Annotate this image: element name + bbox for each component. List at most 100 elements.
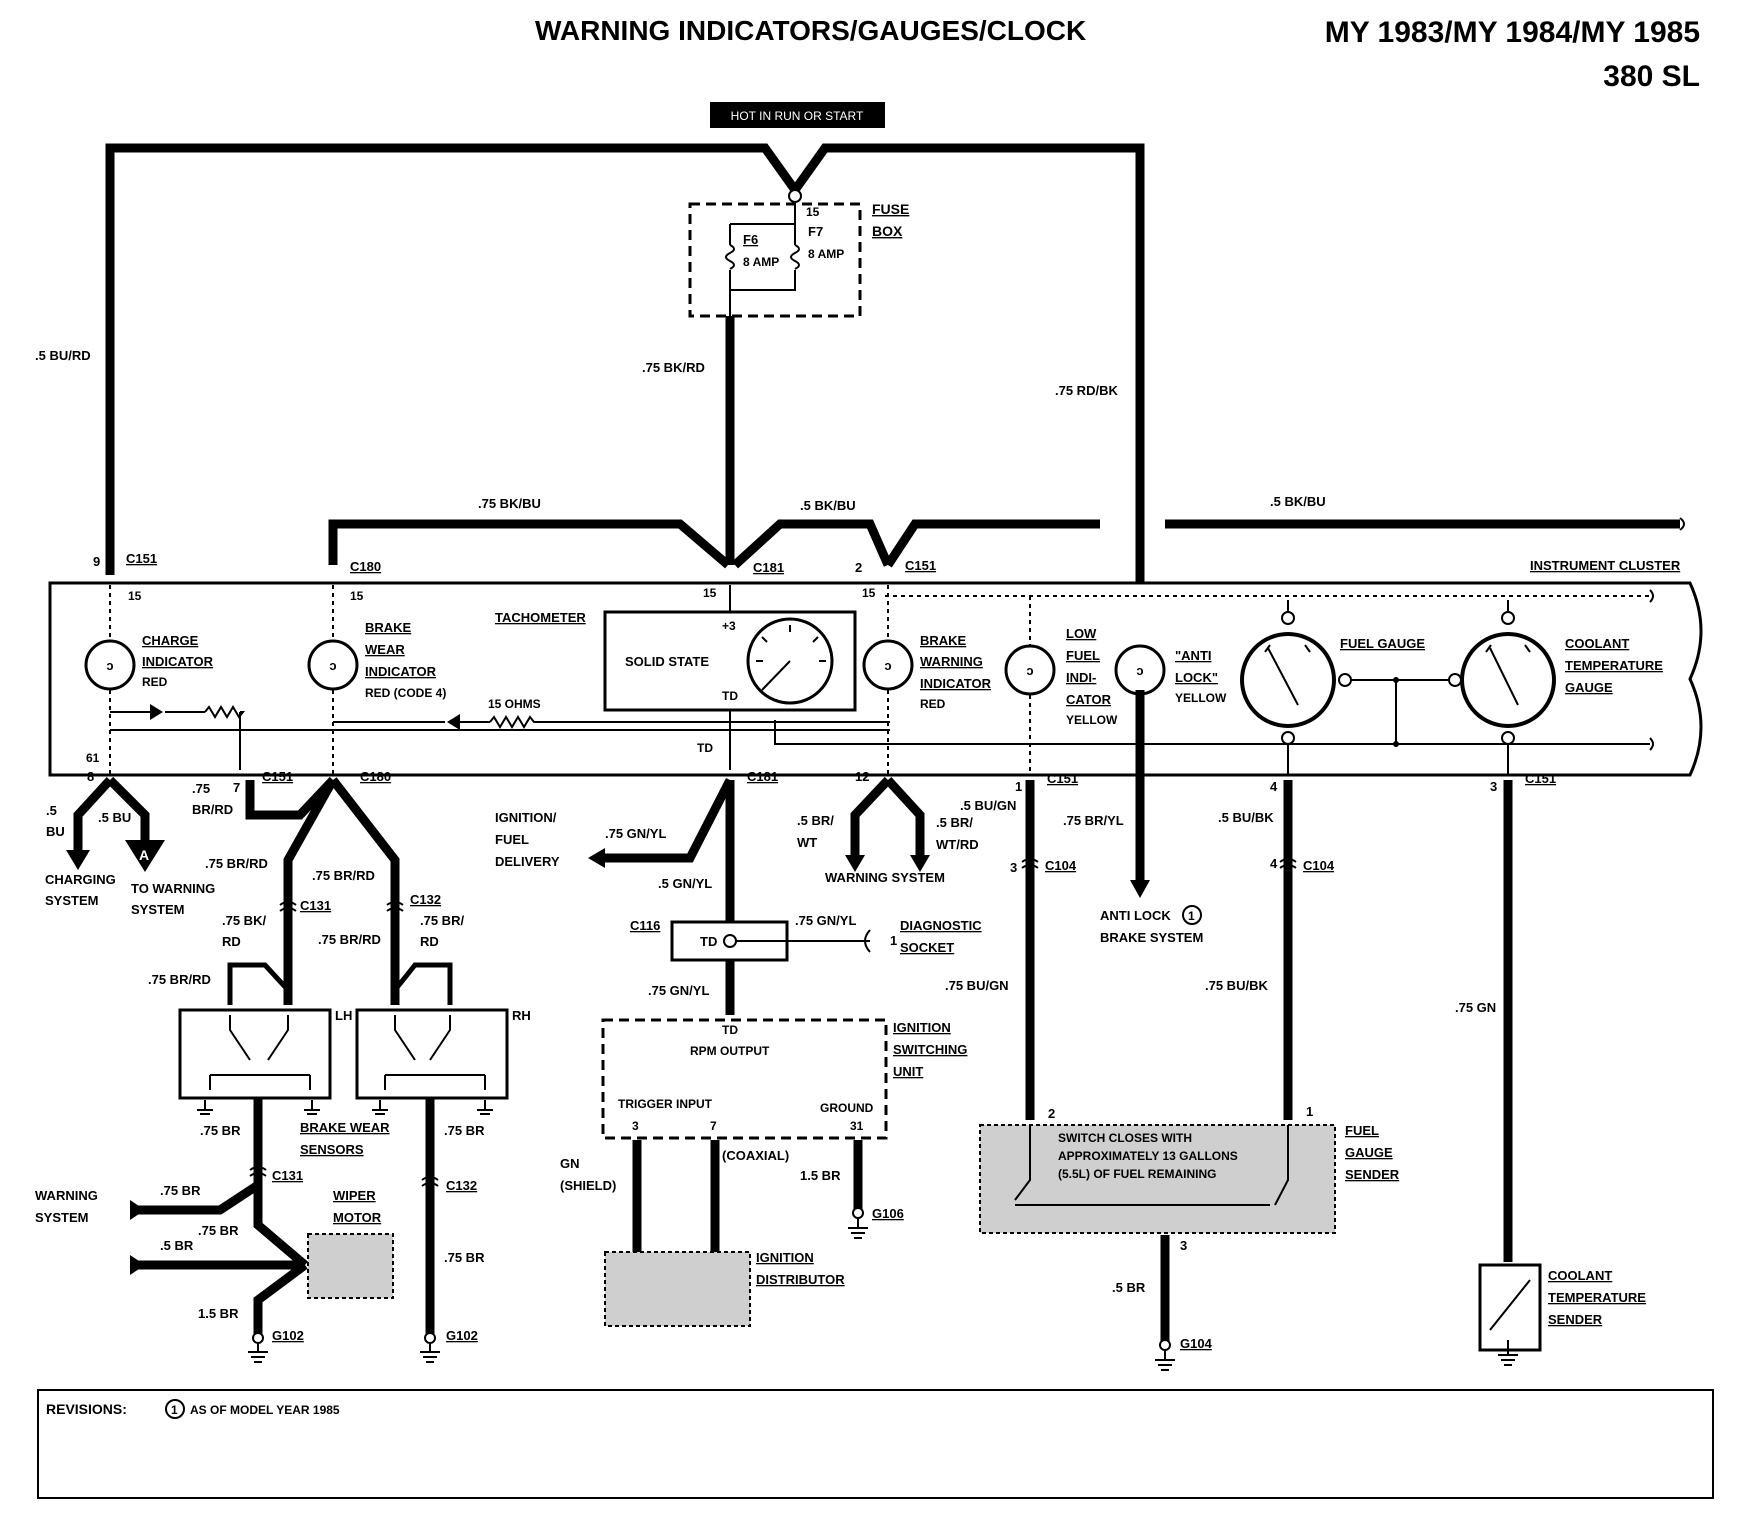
brake-warn-label-1: BRAKE xyxy=(920,633,967,648)
wire-label-br-4: .75 BR xyxy=(198,1223,239,1238)
coolant-gauge-top-terminal xyxy=(1501,611,1515,625)
low-fuel-lamp xyxy=(1004,644,1056,696)
bk-bu-wire-end xyxy=(1679,517,1685,531)
charge-lamp-glyph: ↄ xyxy=(106,658,113,673)
c116-node xyxy=(723,934,737,948)
ign-fuel-label-2: FUEL xyxy=(495,832,529,847)
wire-label-br-rd-e: .75 BR/ xyxy=(420,913,464,928)
g104-symbol xyxy=(1155,1350,1175,1371)
isu-pin31: 31 xyxy=(850,1119,864,1133)
brake-wear-sensor-rh xyxy=(355,1008,509,1100)
c116-td: TD xyxy=(700,934,717,949)
g102-b-symbol xyxy=(420,1340,440,1363)
wire-label-bk-rd-b: RD xyxy=(222,934,241,949)
anti-lock-color: YELLOW xyxy=(1175,691,1227,705)
charge-label-2: INDICATOR xyxy=(142,654,214,669)
isu-pin7: 7 xyxy=(710,1119,717,1133)
c132-a-mark xyxy=(386,901,404,912)
ohms-resistor xyxy=(489,715,540,729)
c131-b-mark xyxy=(249,1166,267,1177)
wire-label-bu-rd: .5 BU/RD xyxy=(35,348,91,363)
lh-sensor-internals xyxy=(209,1015,311,1090)
anti-lock-dest-1: ANTI LOCK xyxy=(1100,908,1171,923)
diag-socket-mark xyxy=(864,929,871,953)
ohms-diode xyxy=(447,714,460,730)
tach-td: TD xyxy=(722,689,738,703)
fuse-box-label-1: FUSE xyxy=(872,201,909,217)
fuel-gauge-top-terminal xyxy=(1281,611,1295,625)
anti-lock-label-2: LOCK" xyxy=(1175,670,1218,685)
wire-label-br-1: .75 BR xyxy=(200,1123,241,1138)
wire-label-br-3: .75 BR xyxy=(444,1250,485,1265)
wire-label-br-rd-left: .75 BR/RD xyxy=(205,856,268,871)
wire-label-br-wt-a: .5 BR/ xyxy=(797,813,834,828)
conn-c180-a: C180 xyxy=(350,559,381,574)
pin-4-c104: 4 xyxy=(1270,856,1278,871)
low-fuel-label-2: FUEL xyxy=(1066,648,1100,663)
coolant-sender-label-3: SENDER xyxy=(1548,1312,1603,1327)
charging-label-2: SYSTEM xyxy=(45,893,98,908)
conn-c151-b: C151 xyxy=(905,558,936,573)
fuel-gauge-label: FUEL GAUGE xyxy=(1340,636,1425,651)
coolant-gauge-needle xyxy=(1485,644,1531,706)
isu-trigger: TRIGGER INPUT xyxy=(618,1097,713,1111)
conn-c151-a: C151 xyxy=(126,551,157,566)
bk-bu-wire-mid xyxy=(731,519,893,569)
dist-label-2: DISTRIBUTOR xyxy=(756,1272,845,1287)
wire-label-gn-yl-1: .75 GN/YL xyxy=(605,826,666,841)
low-fuel-label-1: LOW xyxy=(1066,626,1097,641)
coolant-gauge-dial xyxy=(1460,632,1556,728)
fuel-sender-label-3: SENDER xyxy=(1345,1167,1400,1182)
wire-label-gn-yl-2: .5 GN/YL xyxy=(658,876,712,891)
fuel-gauge-side-terminal xyxy=(1338,673,1352,687)
revisions-label: REVISIONS: xyxy=(46,1401,127,1417)
br-rd-split-right xyxy=(329,777,400,925)
to-warning-label-2: SYSTEM xyxy=(131,902,184,917)
lh-jumper xyxy=(227,962,290,1005)
conn-g102-b: G102 xyxy=(446,1328,478,1343)
conn-c180-b: C180 xyxy=(360,769,391,784)
ignition-distributor xyxy=(604,1251,751,1327)
charging-wire xyxy=(73,776,114,850)
conn-c151-d: C151 xyxy=(1047,771,1078,786)
coolant-gauge-label-1: COOLANT xyxy=(1565,636,1629,651)
sender-pin-2: 2 xyxy=(1048,1106,1055,1121)
sender-note-2: APPROXIMATELY 13 GALLONS xyxy=(1058,1149,1238,1163)
warning-arrow-1 xyxy=(845,855,865,872)
conn-c116: C116 xyxy=(630,918,660,933)
model-name: 380 SL xyxy=(1603,60,1700,93)
warning-arrow-2 xyxy=(910,855,930,872)
sender-pin-1: 1 xyxy=(1306,1104,1313,1119)
ign-fuel-label-3: DELIVERY xyxy=(495,854,560,869)
g102-a-symbol xyxy=(248,1340,268,1363)
rh-label: RH xyxy=(512,1008,531,1023)
wire-label-bk-bu-2: .5 BK/BU xyxy=(800,498,856,513)
gauge-link-node-2 xyxy=(1393,741,1399,747)
wire-label-br-2: .75 BR xyxy=(444,1123,485,1138)
wire-label-br-rd-a: .75 xyxy=(192,781,210,796)
pin-61: 61 xyxy=(86,751,100,765)
sender-note-1: SWITCH CLOSES WITH xyxy=(1058,1131,1192,1145)
conn-c181-b: C181 xyxy=(747,769,778,784)
tach-label: TACHOMETER xyxy=(495,610,586,625)
to-warning-label-1: TO WARNING xyxy=(131,881,215,896)
low-fuel-label-4: CATOR xyxy=(1066,692,1112,707)
revisions-text: AS OF MODEL YEAR 1985 xyxy=(190,1403,340,1417)
conn-c181-a: C181 xyxy=(753,560,784,575)
wire-label-bk-rd: .75 BK/RD xyxy=(642,360,705,375)
charging-label-1: CHARGING xyxy=(45,872,116,887)
c104-a-mark xyxy=(1021,858,1039,869)
g104-node xyxy=(1159,1339,1171,1351)
gauge-link-node xyxy=(1393,677,1399,683)
fuse-box-label-2: BOX xyxy=(872,223,903,239)
isu-label-1: IGNITION xyxy=(893,1020,951,1035)
fuel-sender-label-2: GAUGE xyxy=(1345,1145,1393,1160)
pin-8: 8 xyxy=(87,769,94,784)
c132-b-mark xyxy=(421,1176,439,1187)
conn-g106: G106 xyxy=(872,1206,904,1221)
c131-a-mark xyxy=(279,901,297,912)
fuel-gauge-needle xyxy=(1264,644,1311,706)
wire-label-br-8: 1.5 BR xyxy=(800,1168,841,1183)
wire-label-gn-yl-4: .75 GN/YL xyxy=(648,983,709,998)
wire-label-br-rd-b: BR/RD xyxy=(192,802,233,817)
